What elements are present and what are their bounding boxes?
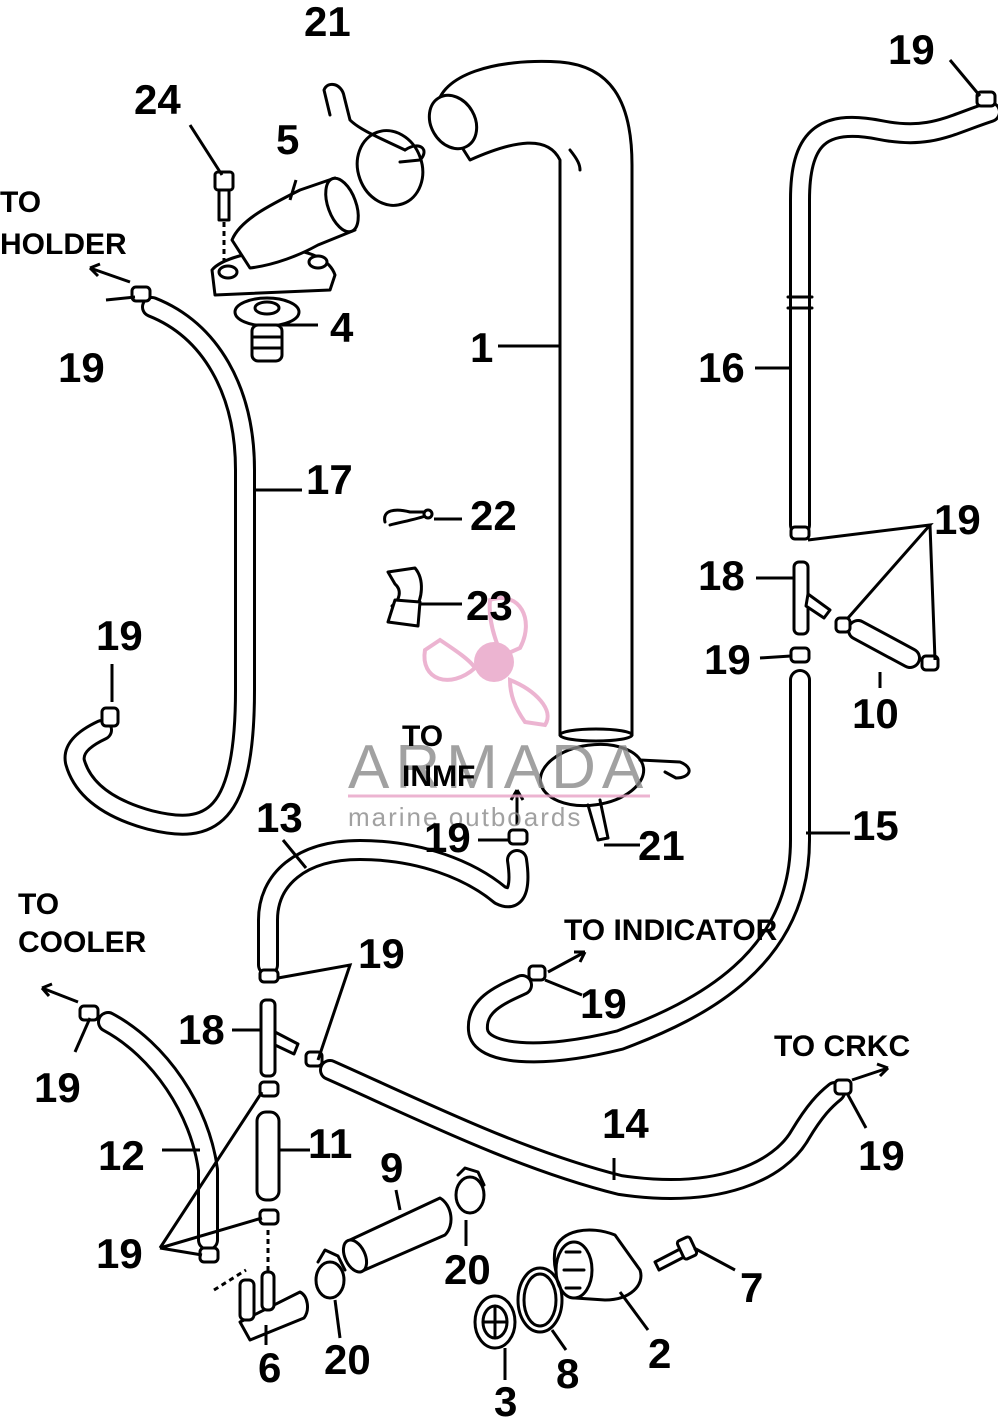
to-inmf-line2: INMF — [402, 760, 475, 793]
callout-1: 1 — [470, 324, 493, 371]
callout-8: 8 — [556, 1350, 579, 1397]
to-holder-line1: TO — [0, 186, 41, 219]
callout-19: 19 — [358, 930, 405, 977]
leader-lines — [73, 59, 982, 1380]
callout-6: 6 — [258, 1344, 281, 1391]
part-7-screw — [653, 1235, 699, 1272]
callout-19: 19 — [580, 980, 627, 1027]
callout-3: 3 — [494, 1378, 517, 1419]
callout-19: 19 — [96, 1230, 143, 1277]
callout-19: 19 — [34, 1064, 81, 1111]
part-1-elbow-hose — [427, 59, 634, 743]
part-6-fitting — [213, 1230, 309, 1342]
part-9-hose — [341, 1196, 453, 1274]
to-cooler-line2: COOLER — [18, 926, 147, 959]
callout-19: 19 — [888, 26, 935, 73]
callout-2: 2 — [648, 1330, 671, 1377]
callout-7: 7 — [740, 1264, 763, 1311]
destination-labels: TO HOLDER TO INMF TO COOLER TO INDICATOR… — [0, 186, 910, 1063]
part-8-o-ring — [516, 1266, 564, 1334]
to-inmf-line1: TO — [402, 720, 443, 753]
part-21-top-clip — [322, 82, 426, 207]
callout-19: 19 — [58, 344, 105, 391]
part-23-clip — [386, 566, 423, 628]
part-20-clamp-a — [314, 1248, 347, 1300]
part-18-tee-right — [792, 560, 832, 636]
callout-9: 9 — [380, 1144, 403, 1191]
part-3-strainer — [473, 1294, 517, 1350]
part-15-hose — [467, 669, 811, 1064]
part-18-tee-left — [259, 998, 300, 1078]
part-24-bolt — [213, 170, 235, 262]
callout-22: 22 — [470, 492, 517, 539]
callout-24: 24 — [134, 76, 181, 123]
part-11-hose — [255, 1110, 281, 1202]
callout-4: 4 — [330, 304, 354, 351]
watermark-tagline: marine outboards — [348, 802, 582, 832]
part-5-thermostat-cover — [210, 176, 360, 297]
part-22-clip — [383, 508, 434, 527]
to-cooler-line1: TO — [18, 888, 59, 921]
callout-21-bottom: 21 — [638, 822, 685, 869]
part-10-hose — [847, 619, 921, 669]
to-indicator: TO INDICATOR — [564, 914, 778, 947]
callout-14: 14 — [602, 1100, 649, 1147]
part-14-hose — [319, 1059, 846, 1200]
part-17-hose — [63, 296, 256, 836]
callout-21-top: 21 — [304, 0, 351, 45]
part-20-clamp-b — [454, 1166, 486, 1215]
callout-13: 13 — [256, 794, 303, 841]
callout-17: 17 — [306, 456, 353, 503]
to-crkc: TO CRKC — [774, 1030, 910, 1063]
callout-19: 19 — [858, 1132, 905, 1179]
callout-23: 23 — [466, 582, 513, 629]
propeller-icon — [422, 596, 550, 728]
callout-10: 10 — [852, 690, 899, 737]
callout-12: 12 — [98, 1132, 145, 1179]
callout-20-right: 20 — [444, 1246, 491, 1293]
callout-19: 19 — [96, 612, 143, 659]
part-21-bottom-clip — [538, 742, 691, 842]
part-2-housing — [552, 1228, 643, 1302]
watermark-brand: ARMADA — [348, 733, 649, 802]
callout-15: 15 — [852, 802, 899, 849]
armada-logo-watermark: ARMADA marine outboards — [348, 596, 650, 832]
callout-18-right: 18 — [698, 552, 745, 599]
to-holder-line2: HOLDER — [0, 228, 127, 261]
clamps-19 — [78, 90, 997, 1264]
callout-20-left: 20 — [324, 1336, 371, 1383]
direction-arrows — [40, 262, 890, 1082]
callout-19: 19 — [934, 496, 981, 543]
callout-16: 16 — [698, 344, 745, 391]
part-16-hose — [786, 101, 998, 536]
callout-11: 11 — [308, 1120, 352, 1167]
part-4-thermostat — [233, 296, 301, 363]
callout-18-left: 18 — [178, 1006, 225, 1053]
callout-5: 5 — [276, 116, 299, 163]
part-12-hose — [97, 1011, 219, 1251]
callout-19: 19 — [704, 636, 751, 683]
part-13-hose — [257, 839, 530, 976]
callout-19: 19 — [424, 814, 471, 861]
